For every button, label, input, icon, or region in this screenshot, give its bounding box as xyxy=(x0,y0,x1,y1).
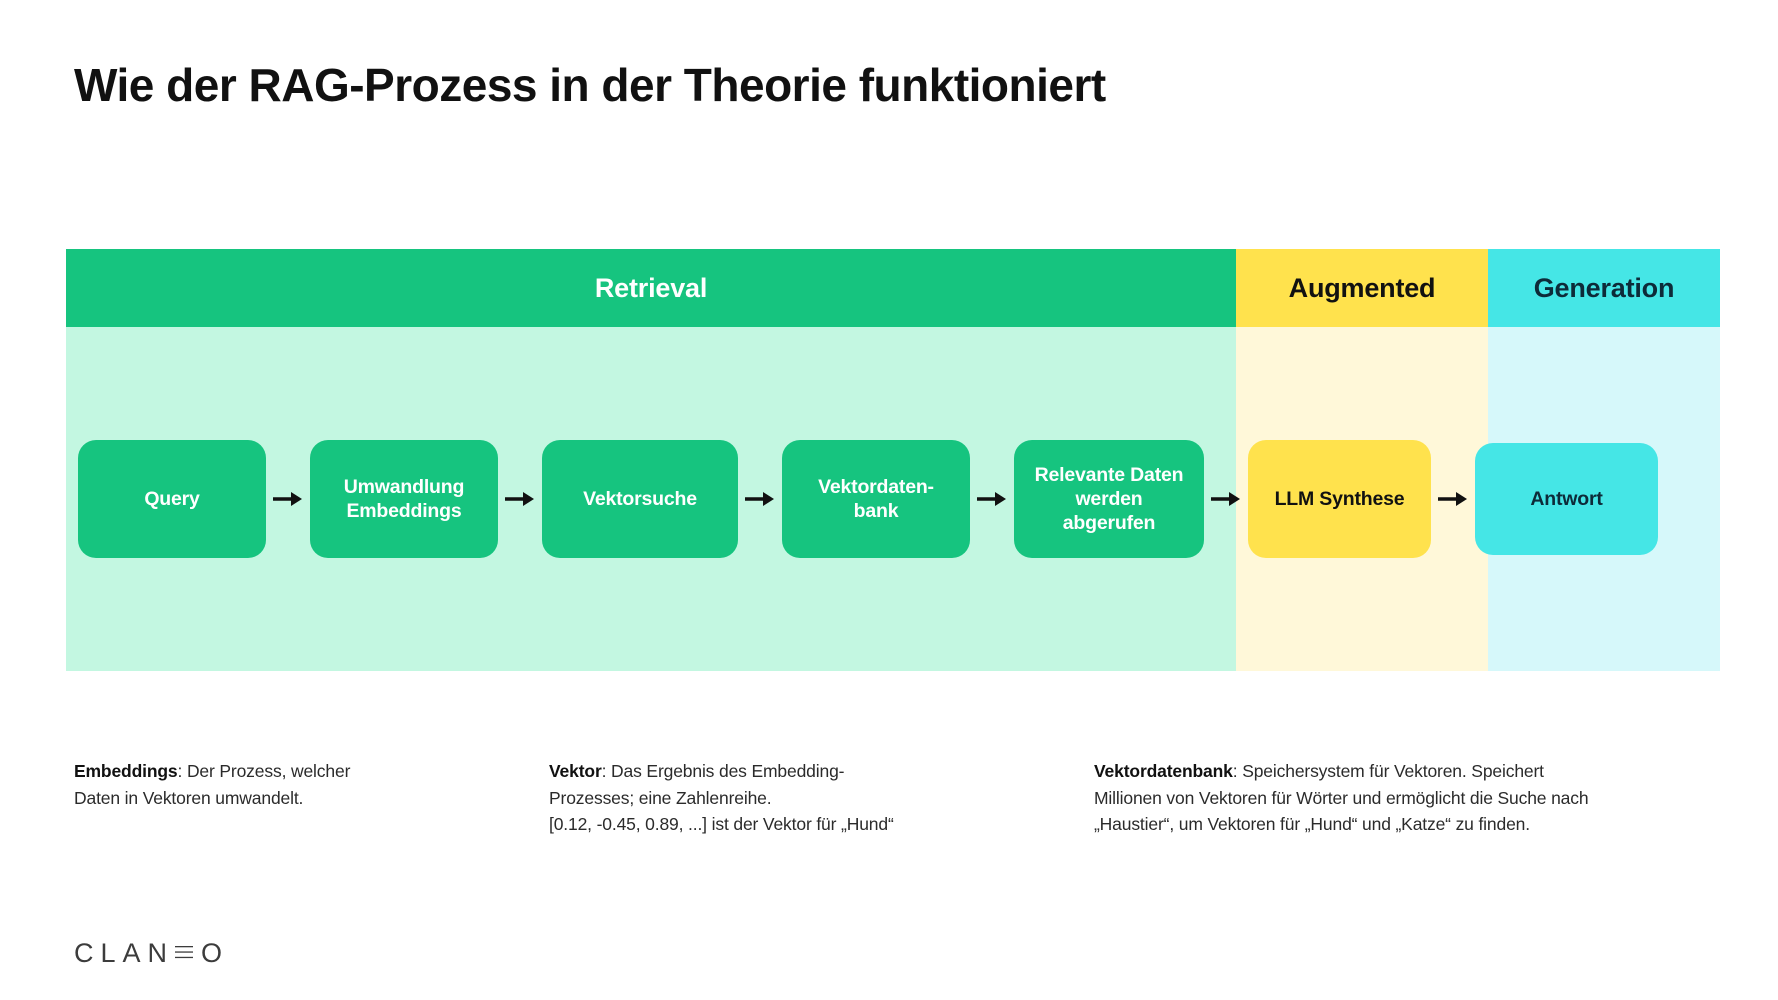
diagram-header-row: Retrieval Augmented Generation xyxy=(66,249,1720,327)
column-header-augmented: Augmented xyxy=(1236,249,1488,327)
node-antwort-label: Antwort xyxy=(1530,487,1603,510)
arrow-right-icon xyxy=(266,490,310,508)
note-vektordatenbank: Vektordatenbank: Speichersystem für Vekt… xyxy=(1094,758,1714,838)
node-query-label: Query xyxy=(144,487,200,510)
arrow-right-icon xyxy=(498,490,542,508)
node-umwandlung-embeddings[interactable]: Umwandlung Embeddings xyxy=(310,440,498,558)
note-vektor: Vektor: Das Ergebnis des Embedding- Proz… xyxy=(549,758,1094,838)
node-vektordatenbank-line2: bank xyxy=(853,500,899,522)
note-embeddings-line2: Daten in Vektoren umwandelt. xyxy=(74,787,304,808)
note-vektor-line3: [0.12, -0.45, 0.89, ...] ist der Vektor … xyxy=(549,814,894,835)
note-vektor-line1: : Das Ergebnis des Embedding- xyxy=(601,761,845,781)
arrow-right-icon xyxy=(1431,490,1475,508)
note-embeddings: Embeddings: Der Prozess, welcher Daten i… xyxy=(74,758,549,838)
claneo-logo-part1: CLAN xyxy=(74,938,175,968)
node-relevante-daten-line2: werden xyxy=(1075,487,1143,510)
claneo-logo-xi-glyph xyxy=(174,938,194,969)
node-relevante-daten-line3: abgerufen xyxy=(1062,512,1156,535)
arrow-right-icon xyxy=(1204,490,1248,508)
glossary-notes: Embeddings: Der Prozess, welcher Daten i… xyxy=(74,758,1714,838)
node-umwandlung-line2: Embeddings xyxy=(346,500,462,522)
node-antwort[interactable]: Antwort xyxy=(1475,443,1658,555)
column-header-generation: Generation xyxy=(1488,249,1720,327)
note-vektordatenbank-term: Vektordatenbank xyxy=(1094,761,1233,781)
node-llm-synthese[interactable]: LLM Synthese xyxy=(1248,440,1431,558)
node-llm-synthese-label: LLM Synthese xyxy=(1274,487,1405,510)
claneo-logo-part2: O xyxy=(201,938,230,968)
note-vektordatenbank-line2: Millionen von Vektoren für Wörter und er… xyxy=(1094,787,1589,808)
note-vektordatenbank-line1: : Speichersystem für Vektoren. Speichert xyxy=(1232,761,1544,781)
claneo-logo: CLAN O xyxy=(74,938,229,969)
note-vektor-term: Vektor xyxy=(549,761,602,781)
note-vektor-line2: Prozesses; eine Zahlenreihe. xyxy=(549,787,772,808)
node-relevante-daten-line1: Relevante Daten xyxy=(1034,463,1184,486)
rag-process-diagram: Retrieval Augmented Generation Query Umw… xyxy=(66,249,1720,671)
arrow-right-icon xyxy=(738,490,782,508)
note-vektordatenbank-line3: „Haustier“, um Vektoren für „Hund“ und „… xyxy=(1094,814,1530,835)
arrow-right-icon xyxy=(970,490,1014,508)
process-flow: Query Umwandlung Embeddings Vektorsuche … xyxy=(66,327,1720,671)
node-vektordatenbank[interactable]: Vektordaten- bank xyxy=(782,440,970,558)
page-title: Wie der RAG-Prozess in der Theorie funkt… xyxy=(74,59,1106,111)
node-vektorsuche[interactable]: Vektorsuche xyxy=(542,440,738,558)
note-embeddings-line1: : Der Prozess, welcher xyxy=(177,761,351,781)
node-relevante-daten[interactable]: Relevante Daten werden abgerufen xyxy=(1014,440,1204,558)
column-header-retrieval: Retrieval xyxy=(66,249,1236,327)
node-vektorsuche-label: Vektorsuche xyxy=(583,487,697,510)
node-query[interactable]: Query xyxy=(78,440,266,558)
note-embeddings-term: Embeddings xyxy=(74,761,178,781)
node-vektordatenbank-line1: Vektordaten- xyxy=(818,475,934,498)
node-umwandlung-line1: Umwandlung xyxy=(343,475,465,498)
